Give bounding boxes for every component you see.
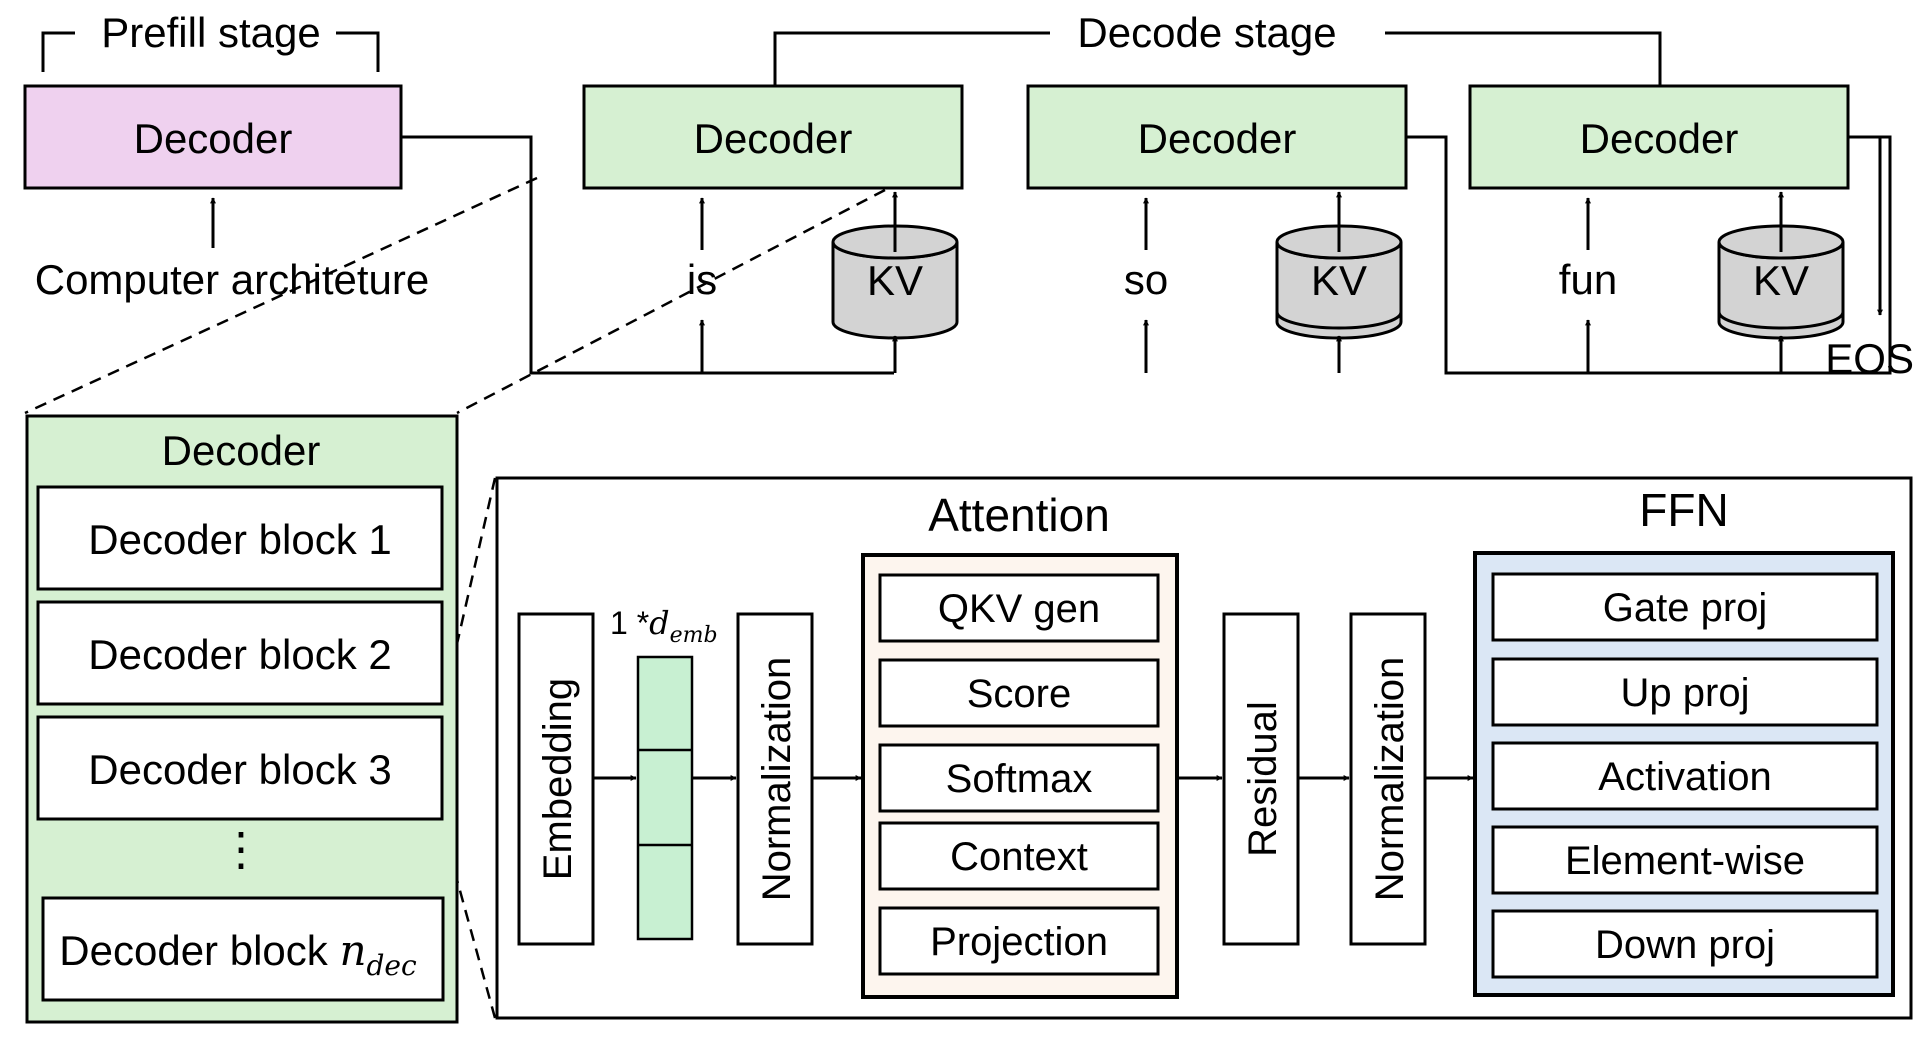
normalization-box-2 <box>1349 612 1427 946</box>
kv-cache-label: KV <box>1753 257 1809 304</box>
decode-decoder-box <box>1026 84 1408 190</box>
prefill-decoder-label: Decoder <box>134 115 293 162</box>
attention-step <box>878 658 1160 728</box>
decode-stage-bracket <box>773 31 1662 86</box>
decoder-panel-title: Decoder <box>162 427 321 474</box>
decoder-block-last-prefix: Decoder block <box>59 927 339 974</box>
decoder-block-label: Decoder block 1 <box>88 516 392 563</box>
attention-step <box>878 906 1160 976</box>
vector-dim-var: d <box>649 604 669 642</box>
attention-step-label: Context <box>950 835 1088 879</box>
attention-step <box>878 821 1160 891</box>
ffn-title: FFN <box>1639 484 1728 536</box>
decoder-block-label: Decoder block 2 <box>88 631 392 678</box>
zoom-line-right <box>456 188 886 415</box>
prefill-stage: Prefill stage Decoder Computer architetu… <box>23 9 430 303</box>
embedding-label: Embedding <box>536 678 580 880</box>
attention-step <box>878 573 1160 643</box>
ffn-step <box>1491 825 1879 895</box>
attention-step-label: Softmax <box>946 757 1093 801</box>
ffn-step <box>1491 657 1879 727</box>
zoom-line-left <box>24 176 538 415</box>
eos-label: EOS <box>1825 335 1914 382</box>
ffn-step <box>1491 909 1879 979</box>
residual-label: Residual <box>1241 701 1285 857</box>
prefill-stage-bracket <box>41 31 380 72</box>
prefill-stage-label: Prefill stage <box>101 9 320 56</box>
vector-dim-sub: emb <box>670 623 718 648</box>
normalization-label-2: Normalization <box>1368 657 1412 902</box>
prefill-decoder-box <box>23 84 403 190</box>
vector-dim-prefix: 1 * <box>610 605 649 641</box>
decoder-block-1 <box>36 485 444 591</box>
token-label: so <box>1124 256 1168 303</box>
kv-cache-label: KV <box>867 257 923 304</box>
ffn-steps: Gate proj Up projActivationElement-wiseDo… <box>1491 572 1879 979</box>
prefill-to-step1-line <box>401 135 894 375</box>
ffn-step-label: Down proj <box>1595 923 1775 967</box>
token-label: fun <box>1559 256 1617 303</box>
ffn-step-label: Element-wise <box>1565 839 1805 883</box>
decode-stage-label: Decode stage <box>1077 9 1336 56</box>
decoder-block-ellipsis: ⋮ <box>218 823 264 875</box>
decode-decoder-box <box>582 84 964 190</box>
block-zoom-line-bottom <box>438 817 497 1019</box>
normalization-label-1: Normalization <box>755 657 799 902</box>
residual-box <box>1222 612 1300 946</box>
decoder-block-detail: Embedding 1 *demb Normalization Attentio… <box>495 476 1913 1020</box>
attention-step <box>878 743 1160 813</box>
decode-decoder-label: Decoder <box>1580 115 1739 162</box>
attention-step-label: QKV gen <box>938 587 1100 631</box>
decode-steps: Decoder is KV Decoder so KV Decoder fun KV <box>582 84 1850 373</box>
attention-title: Attention <box>928 489 1110 541</box>
ffn-step-label: Gate proj <box>1603 586 1768 630</box>
decoder-block-last-var: n <box>339 926 366 975</box>
decode-decoder-box <box>1468 84 1850 190</box>
attention-step-label: Score <box>967 672 1072 716</box>
kv-cache-label: KV <box>1311 257 1367 304</box>
decode-decoder-label: Decoder <box>1138 115 1297 162</box>
normalization-box-1 <box>736 612 814 946</box>
embedding-vector <box>636 655 694 941</box>
attention-step-label: Projection <box>930 920 1108 964</box>
vector-dim-label: 1 *demb <box>610 604 718 648</box>
ffn-step-label: Up proj <box>1621 671 1750 715</box>
decoder-block-2 <box>36 600 444 706</box>
decode-decoder-label: Decoder <box>694 115 853 162</box>
embedding-box <box>517 612 595 946</box>
decoder-block-last-label: Decoder block ndec <box>59 926 417 982</box>
step1-to-step2-line <box>1406 135 1777 375</box>
decoder-block-label: Decoder block 3 <box>88 746 392 793</box>
token-label: is <box>687 256 717 303</box>
decode-stage: Decode stage <box>401 9 1892 375</box>
decoder-block-last-sub: dec <box>367 949 417 982</box>
ffn-step <box>1491 741 1879 811</box>
prefill-input-label: Computer architeture <box>35 256 430 303</box>
ffn-step-label: Activation <box>1598 755 1771 799</box>
ffn-step <box>1491 572 1879 642</box>
decoder-block-last <box>41 896 445 1002</box>
decoder-block-list: Decoder block 1 Decoder block 2 Decoder bl… <box>36 485 444 821</box>
eos-arrow <box>1848 135 1883 316</box>
decoder-block-3 <box>36 715 444 821</box>
